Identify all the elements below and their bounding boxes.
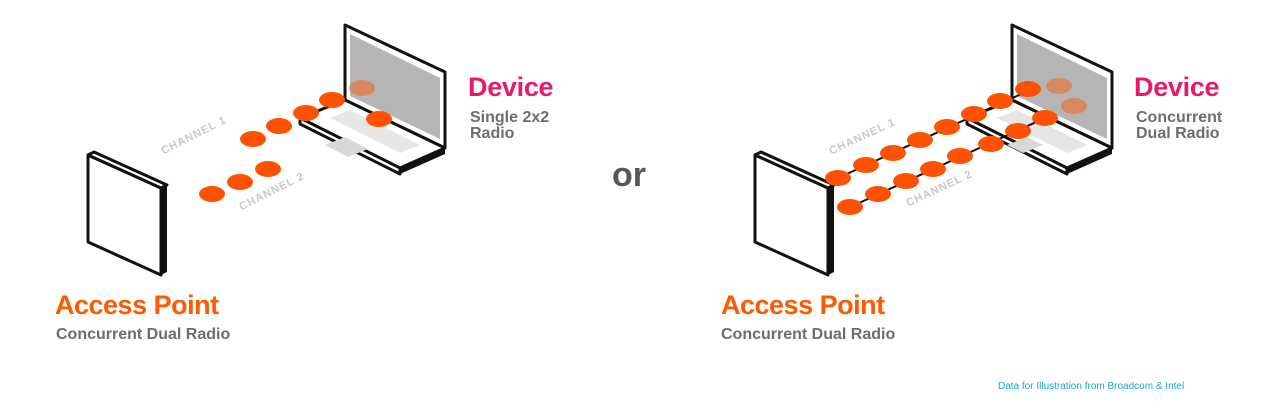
right-scenario: CHANNEL 1 CHANNEL 2 Device Concurrent Du… (635, 0, 1270, 411)
access-point-subtitle: Concurrent Dual Radio (721, 326, 896, 343)
right-illustration (753, 23, 1114, 277)
channel-1-signal (240, 80, 375, 147)
device-subtitle: Single 2x2 Radio (470, 109, 550, 142)
access-point-icon (753, 150, 836, 277)
channel-2-signal (837, 98, 1087, 215)
source-note: Data for Illustration from Broadcom & In… (998, 381, 1185, 392)
laptop-icon (298, 23, 447, 176)
or-separator: or (612, 156, 646, 194)
left-scenario: CHANNEL 1 CHANNEL 2 Device Single 2x2 Ra… (55, 23, 554, 343)
laptop-icon (965, 23, 1114, 176)
channel-2-signal (199, 111, 392, 202)
device-title: Device (1134, 72, 1220, 102)
access-point-subtitle: Concurrent Dual Radio (56, 326, 231, 343)
access-point-icon (86, 150, 169, 277)
device-subtitle: Concurrent Dual Radio (1136, 109, 1223, 142)
access-point-title: Access Point (721, 290, 885, 320)
access-point-title: Access Point (55, 290, 219, 320)
channel-1-signal (825, 78, 1072, 186)
left-illustration (86, 23, 447, 277)
device-title: Device (468, 72, 554, 102)
